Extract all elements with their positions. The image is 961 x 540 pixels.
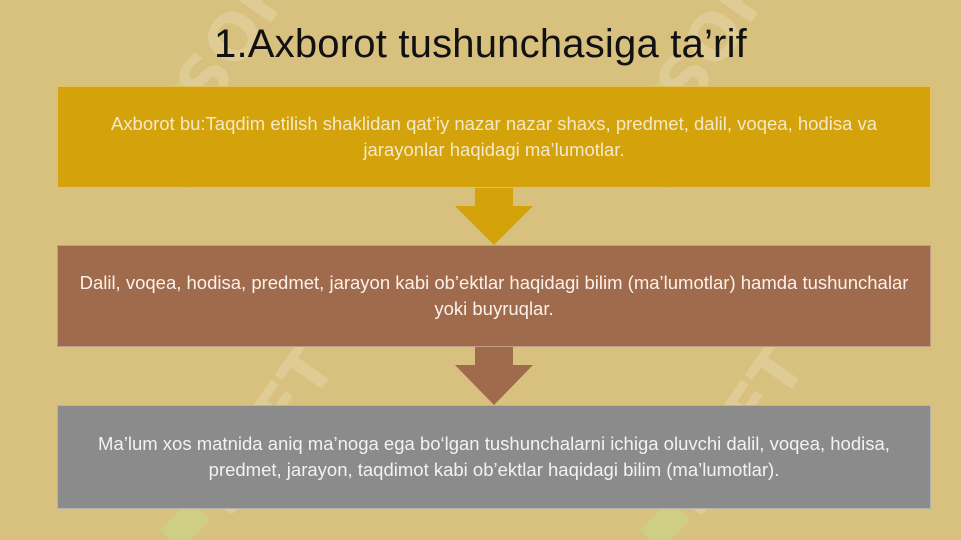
down-arrow-icon	[455, 188, 533, 245]
flow-step-3: Ma’lum xos matnida aniq ma’noga ega bo‘l…	[57, 405, 931, 509]
flow-step-2: Dalil, voqea, hodisa, predmet, jarayon k…	[57, 245, 931, 347]
flow-step-1: Axborot bu:Taqdim etilish shaklidan qat’…	[57, 86, 931, 188]
down-arrow-icon	[455, 347, 533, 405]
slide-title: 1.Axborot tushunchasiga ta’rif	[214, 22, 747, 66]
